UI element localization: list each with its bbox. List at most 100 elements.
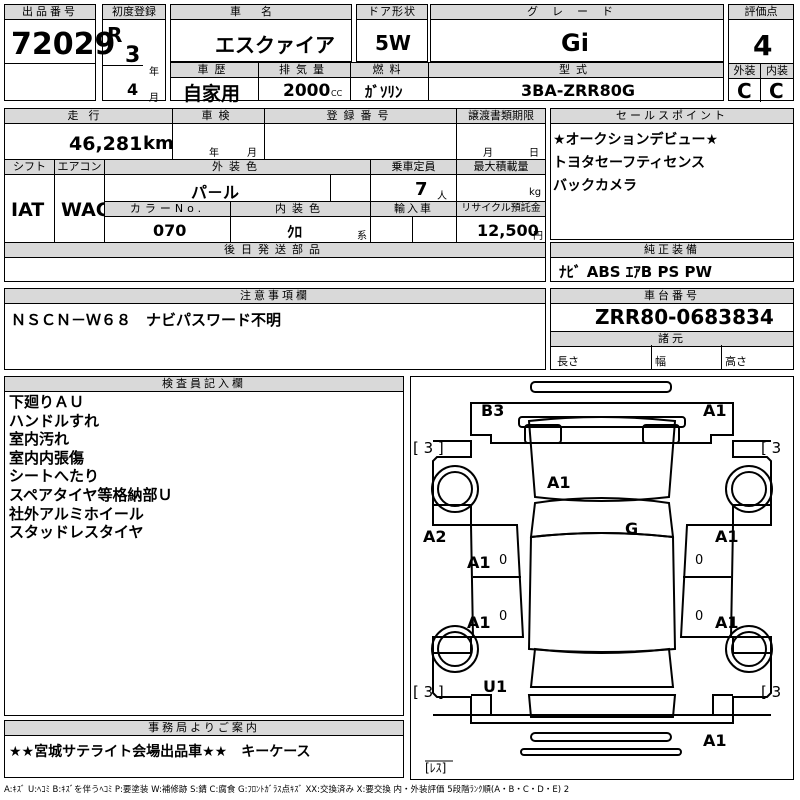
interior-color-value: ｸﾛ [287,223,303,241]
inspector-line: ハンドルすれ [9,411,100,430]
model-code: 3BA-ZRR80G [521,81,635,100]
load-unit: kg [529,187,542,198]
equipment-value: ﾅﾋﾞ ABS ｴｱB PS PW [559,263,713,281]
recycle-value: 12,500 [477,221,539,240]
transfer-day-unit: 日 [529,148,539,159]
fuel-label: 燃料 [351,63,429,78]
tread-rear-right: [ 3 [761,683,782,701]
door-handle-right-rear: 0 [695,609,704,624]
damage-mark-left-rear-door: A1 [467,613,491,632]
lot-label: 出品番号 [5,5,95,20]
score-value: 4 [753,29,773,62]
damage-mark-glass: G [625,519,639,538]
sales-point-box: セールスポイント ★オークションデビュー★ トヨタセーフティセンス バックカメラ [550,108,794,240]
details-box: 走行 車検 登録番号 譲渡書類期限 46,281 km 年 月 月 日 シフト … [4,108,546,282]
exterior-color-label: 外装色 [105,160,371,175]
reg-era: R [107,23,123,47]
door-value: 5W [375,31,411,55]
width-label: 幅 [655,355,666,368]
inspector-line: 室内内張傷 [9,448,85,467]
model-label: 型式 [429,63,723,78]
later-parts-label: 後日発送部品 [5,243,545,258]
damage-mark-left-fender: A2 [423,527,447,546]
capacity-label: 乗車定員 [371,160,457,175]
history-value: 自家用 [183,83,241,105]
insp-year-unit: 年 [209,148,219,159]
reg-no-label: 登録番号 [265,109,457,124]
damage-mark-rear: A1 [703,731,727,750]
grade-box: グレード Gi [430,4,724,62]
reg-month: 4 [127,80,139,99]
km-unit: km [143,133,174,154]
tread-front-left: [ 3 ] [413,439,444,457]
inspector-line: 室内汚れ [9,430,70,449]
ac-value: WAC [61,199,110,221]
ext-label: 外装 [729,64,761,79]
office-text: ★★宮城サテライト会場出品車★★ キーケース [9,744,311,760]
load-label: 最大積載量 [457,160,545,175]
score-label: 評価点 [729,5,793,20]
damage-mark-b3: B3 [481,401,505,420]
reg-year: 3 [125,43,141,68]
mileage-value: 46,281 [69,133,143,155]
legend-text: A:ｷｽﾞ U:ﾍｺﾐ B:ｷｽﾞを伴うﾍｺﾐ P:要塗装 W:補修跡 S:錆 … [4,785,570,795]
interior-unit: 系 [357,231,367,242]
lot-number: 72029 [11,27,116,62]
shift-label: シフト [5,160,55,175]
transfer-label: 譲渡書類期限 [457,109,545,124]
dimensions-label: 諸元 [551,331,793,347]
spare-tire-label: [ﾚｽ] [425,761,447,775]
inspector-line: 下廻りＡＵ [9,393,85,411]
car-name: エスクァイア [215,33,335,57]
capacity-value: 7 [415,179,428,200]
shift-value: IAT [11,199,45,221]
damage-mark-front-right: A1 [703,401,727,420]
damage-mark-rear-bumper-dent: U1 [483,677,508,696]
displacement-value: 2000 [283,81,331,101]
equipment-label: 純正装備 [551,243,793,258]
grade-value: Gi [561,29,589,57]
office-label: 事務局よりご案内 [5,721,403,736]
notes-text: ＮＳＣＮ－Ｗ６８ ナビパスワード不明 [11,311,282,329]
damage-mark-right-rear-door: A1 [715,613,739,632]
chassis-label: 車台番号 [551,289,793,304]
car-diagram [425,381,773,762]
ac-label: エアコン [55,160,105,175]
exterior-color-value: パ－ル [191,183,240,202]
chassis-value: ZRR80-0683834 [595,305,774,329]
notes-box: 注意事項欄 ＮＳＣＮ－Ｗ６８ ナビパスワード不明 [4,288,546,370]
mileage-label: 走行 [5,109,173,124]
damage-mark-hood: A1 [547,473,571,492]
office-box: 事務局よりご案内 ★★宮城サテライト会場出品車★★ キーケース [4,720,404,778]
notes-label: 注意事項欄 [5,289,545,304]
car-name-label: 車名 [171,5,351,20]
lot-box: 出品番号 72029 [4,4,115,101]
tread-rear-left: [ 3 ] [413,683,444,701]
transfer-month-unit: 月 [483,148,493,159]
recycle-label: リサイクル預託金 [457,202,545,217]
reg-month-unit: 月 [149,93,159,104]
grade-label: グレード [431,5,723,20]
reg-label: 初度登録 [103,5,165,20]
sales-point-3: バックカメラ [553,178,637,194]
cc-unit: CC [331,89,343,98]
car-name-box: 車名 エスクァイア [170,4,352,62]
door-handle-left-rear: 0 [499,609,508,624]
length-label: 長さ [557,355,579,368]
door-box: ドア形状 5W [356,4,428,62]
chassis-box: 車台番号 ZRR80-0683834 諸元 長さ 幅 高さ [550,288,794,370]
interior-color-label: 内装色 [231,202,371,217]
reg-box: 初度登録 R 3 年 4 月 [102,4,166,104]
inspector-box: 検査員記入欄 下廻りＡＵ ハンドルすれ 室内汚れ 室内内張傷 シートへたり スペ… [4,376,404,716]
inspector-line: スペアタイヤ等格納部Ｕ [9,485,173,504]
sales-point-1: ★オークションデビュー★ [553,132,719,148]
door-label: ドア形状 [357,5,427,20]
inspector-lines: 下廻りＡＵ ハンドルすれ 室内汚れ 室内内張傷 シートへたり スペアタイヤ等格納… [9,393,173,542]
reg-year-unit: 年 [149,67,159,78]
history-row: 車歴 排気量 燃料 型式 自家用 2000 CC ｶﾞｿﾘﾝ 3BA-ZRR80… [170,62,724,105]
sales-point-label: セールスポイント [551,109,793,124]
color-no-label: カラーNo. [105,202,231,217]
equipment-box: 純正装備 ﾅﾋﾞ ABS ｴｱB PS PW [550,242,794,282]
int-label: 内装 [761,64,793,79]
history-label: 車歴 [171,63,259,78]
